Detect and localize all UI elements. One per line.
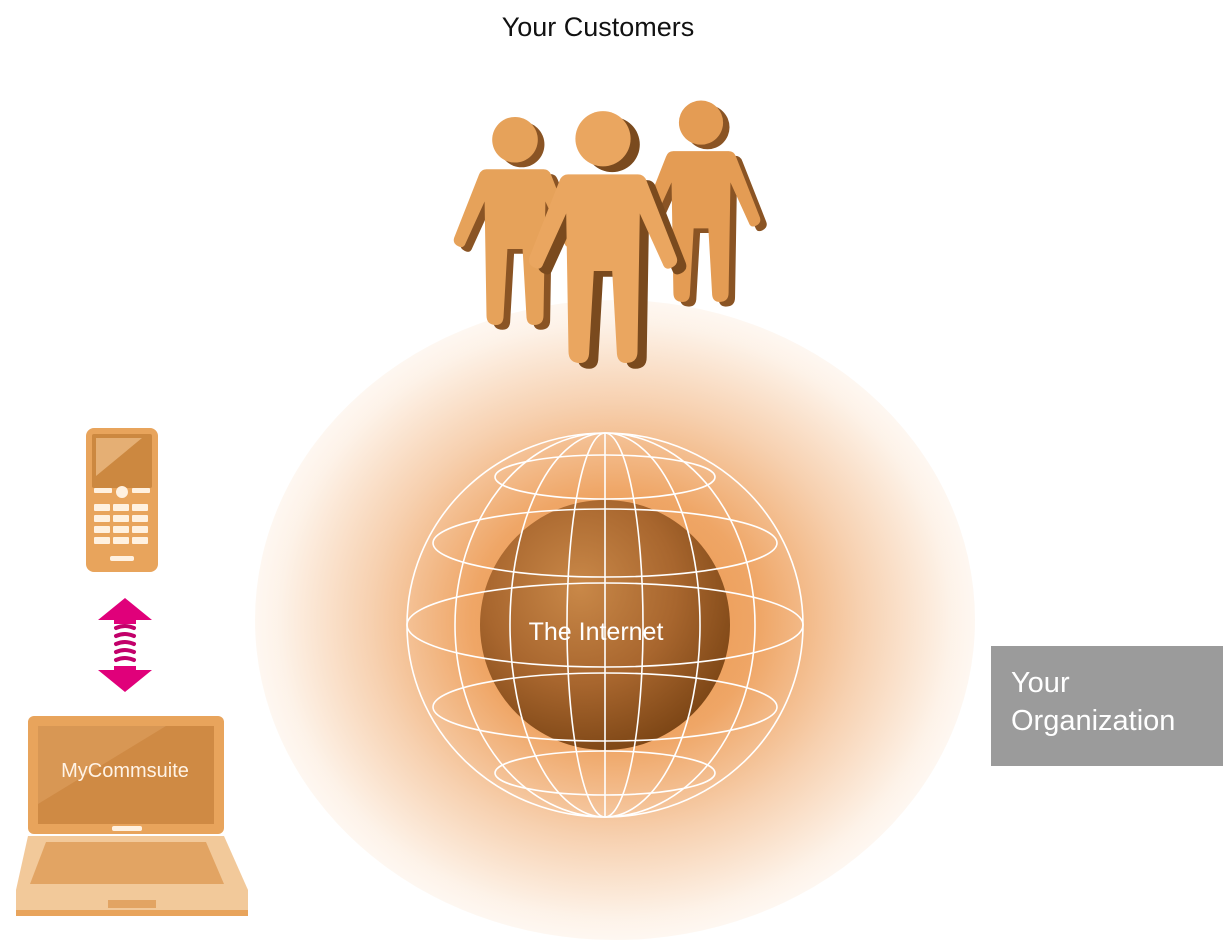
customers-label: Your Customers: [501, 12, 695, 42]
people-icon: [453, 100, 767, 369]
organization-label-line2: Organization: [1011, 705, 1176, 737]
organization-box: Your Organization: [991, 646, 1223, 766]
mobile-phone-icon: [86, 428, 158, 572]
globe-icon: [406, 432, 804, 818]
organization-label-line1: Your: [1011, 667, 1070, 699]
sync-arrow-icon: [98, 598, 152, 692]
laptop-icon: [16, 716, 248, 916]
internet-label: The Internet: [528, 618, 664, 646]
mycommsuite-label: MyCommsuite: [61, 760, 189, 782]
